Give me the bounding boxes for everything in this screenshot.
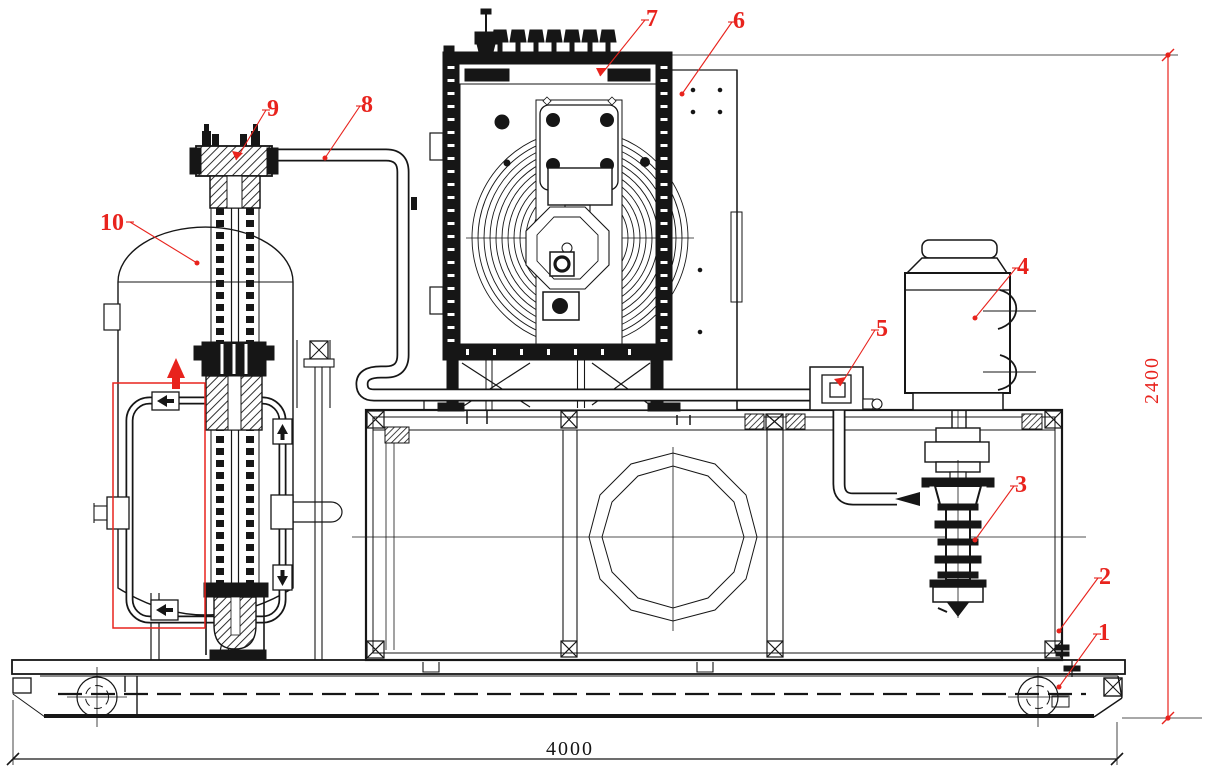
callout-5: 5 <box>834 316 888 387</box>
nameplate-left <box>464 68 510 82</box>
pipe-tag <box>411 197 417 210</box>
tank-manhole <box>588 447 758 631</box>
callout-7: 7 <box>596 6 658 77</box>
callout-6-label: 6 <box>733 8 745 34</box>
motor <box>904 239 1036 480</box>
nameplate-right <box>607 68 651 82</box>
callout-1: 1 <box>1056 620 1110 690</box>
fan-cooler-unit <box>429 8 681 412</box>
callout-1-label: 1 <box>1098 620 1110 646</box>
vent-mast <box>474 8 498 57</box>
pump-unit <box>189 124 279 661</box>
dimension-bottom-4000: 4000 <box>6 700 1124 766</box>
dim-4000-label: 4000 <box>546 738 594 760</box>
tank-xbox-corners <box>366 410 1063 659</box>
flow-arrow-boxes <box>150 391 293 621</box>
callout-2-label: 2 <box>1099 564 1111 590</box>
dim-2400-label: 2400 <box>1141 356 1163 404</box>
junction-box <box>809 366 883 411</box>
callout-annotations: 1 2 3 4 5 6 7 8 9 10 <box>100 6 1111 690</box>
callout-10: 10 <box>100 210 200 266</box>
callout-2: 2 <box>1056 564 1111 634</box>
callout-9-label: 9 <box>267 96 279 122</box>
callout-4-label: 4 <box>1017 254 1029 280</box>
corner-anchor-xbox <box>1103 677 1123 697</box>
callout-8-label: 8 <box>361 92 373 118</box>
callout-3: 3 <box>972 472 1027 543</box>
top-clamp-bolts <box>491 29 617 55</box>
filter-assembly <box>921 460 995 617</box>
callout-4: 4 <box>972 254 1029 321</box>
callout-3-label: 3 <box>1015 472 1027 498</box>
callout-7-label: 7 <box>646 6 658 32</box>
pipe-support-post <box>296 340 493 660</box>
right-roller-wheel <box>1008 667 1070 727</box>
callout-10-label: 10 <box>100 210 124 236</box>
red-highlight-overlay <box>112 358 206 629</box>
discharge-pipe <box>272 148 920 506</box>
callout-6: 6 <box>679 8 745 97</box>
flow-arrowhead <box>895 492 920 506</box>
callout-5-label: 5 <box>876 316 888 342</box>
skid-base <box>11 659 1126 727</box>
left-roller-wheel <box>67 667 127 727</box>
callout-8: 8 <box>322 92 373 161</box>
callout-9: 9 <box>232 96 279 161</box>
dimension-right-2400: 2400 <box>668 48 1202 725</box>
